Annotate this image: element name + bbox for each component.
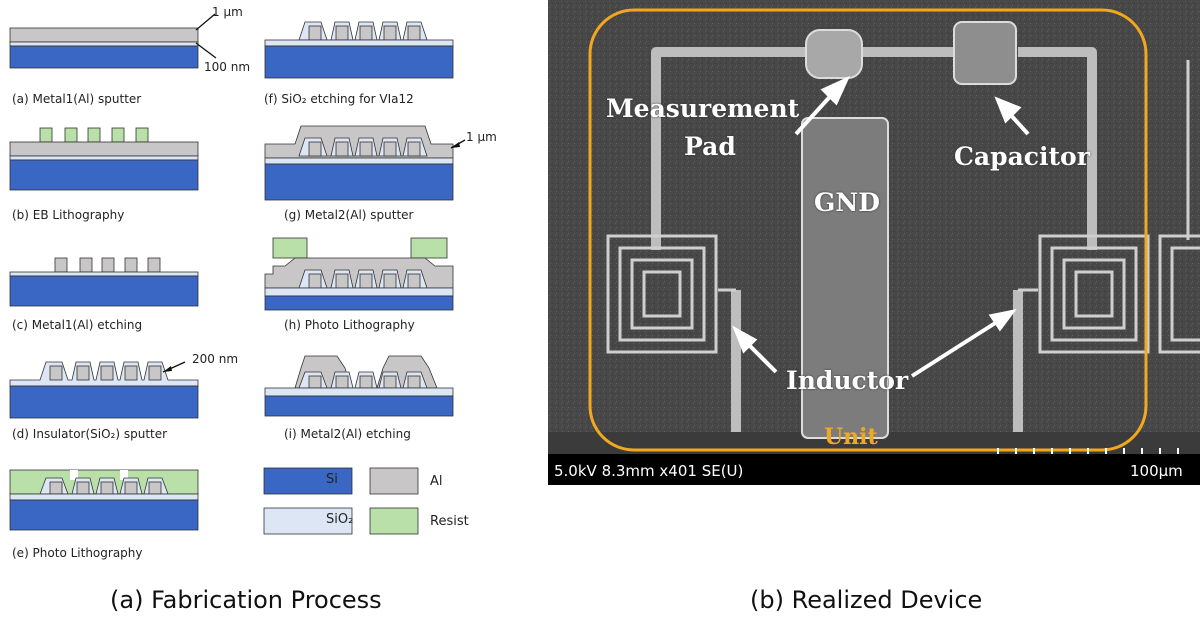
step-b-caption: (b) EB Lithography xyxy=(12,208,125,222)
annotation-200nm: 200 nm xyxy=(192,352,239,366)
left-inductor-shape xyxy=(606,234,736,354)
step-a-caption: (a) Metal1(Al) sputter xyxy=(12,92,142,106)
right-inductor-shape xyxy=(1018,234,1150,354)
process-diagram xyxy=(9,13,466,535)
sem-image: Measurement Pad Capacitor GND Inductor U… xyxy=(548,0,1200,485)
capacitor-label: Capacitor xyxy=(954,142,1090,171)
step-d-diagram xyxy=(9,361,199,419)
unit-outline xyxy=(588,8,1148,452)
legend-swatch-resist xyxy=(369,507,419,535)
step-c-caption: (c) Metal1(Al) etching xyxy=(12,318,143,332)
legend-label-si: Si xyxy=(326,472,338,487)
step-i-diagram xyxy=(264,355,454,417)
measurement-pad-label-line2: Pad xyxy=(684,132,736,161)
step-f-caption: (f) SiO₂ etching for VIa12 xyxy=(264,92,414,106)
annotation-100nm: 100 nm xyxy=(204,60,251,74)
legend-swatch-al xyxy=(369,467,419,495)
measurement-pad-shape xyxy=(805,29,863,79)
step-e-diagram xyxy=(9,469,199,531)
step-h-caption: (h) Photo Lithography xyxy=(284,318,415,332)
step-a-diagram xyxy=(9,13,217,69)
process-title: (a) Fabrication Process xyxy=(110,586,382,614)
device-title: (b) Realized Device xyxy=(750,586,983,614)
step-h-diagram xyxy=(264,237,454,311)
legend-label-al: Al xyxy=(430,474,443,489)
step-i-caption: (i) Metal2(Al) etching xyxy=(284,427,411,441)
legend-swatch-si xyxy=(263,467,353,495)
step-f-diagram xyxy=(264,21,454,79)
capacitor-shape xyxy=(953,21,1017,85)
gnd-label: GND xyxy=(814,188,880,217)
step-c-diagram xyxy=(9,257,199,307)
legend-label-resist: Resist xyxy=(430,514,469,529)
step-b-diagram xyxy=(9,127,199,191)
measurement-pad-label-line1: Measurement xyxy=(606,94,800,123)
step-d-caption: (d) Insulator(SiO₂) sputter xyxy=(12,427,168,441)
annotation-1um-top: 1 µm xyxy=(212,5,243,19)
legend-label-sio2: SiO₂ xyxy=(326,512,354,527)
step-g-caption: (g) Metal2(Al) sputter xyxy=(284,208,414,222)
legend-swatch-sio2 xyxy=(263,507,353,535)
inductor-label: Inductor xyxy=(786,366,909,395)
gnd-shape xyxy=(801,117,889,439)
sem-info: 5.0kV 8.3mm x401 SE(U) xyxy=(554,462,744,480)
unit-label: Unit xyxy=(824,424,878,450)
step-g-diagram xyxy=(264,125,466,201)
scale-label: 100µm xyxy=(1130,462,1183,480)
annotation-1um-g: 1 µm xyxy=(466,130,497,144)
step-e-caption: (e) Photo Lithography xyxy=(12,546,143,560)
